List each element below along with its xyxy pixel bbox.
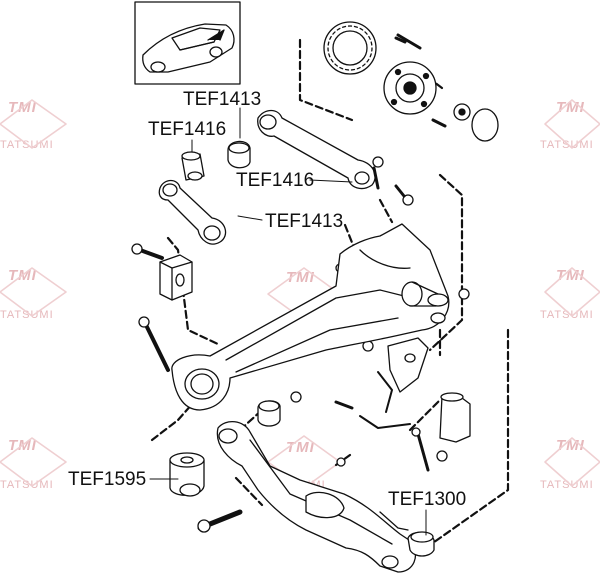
label-tef1413-mid: TEF1413	[265, 211, 344, 232]
watermark-tatsumi: TATSUMI	[0, 309, 54, 321]
lower-control-link	[158, 179, 227, 245]
bushing-tef1595	[169, 452, 205, 497]
bushing-tef1416	[181, 151, 384, 190]
car-inset	[134, 1, 241, 85]
wheel-hub	[323, 21, 499, 142]
label-leaders	[149, 107, 427, 536]
watermark-tatsumi: TATSUMI	[540, 479, 594, 491]
upper-control-arm	[227, 109, 376, 190]
level-sensor-bracket	[359, 337, 471, 472]
label-tef1300: TEF1300	[388, 489, 467, 510]
watermark-tatsumi: TATSUMI	[540, 139, 594, 151]
watermark-outlines	[0, 99, 600, 489]
watermark-tatsumi: TATSUMI	[0, 479, 54, 491]
label-tef1595: TEF1595	[68, 469, 147, 490]
label-tef1416-left: TEF1416	[148, 119, 227, 140]
label-tef1413-top: TEF1413	[183, 89, 262, 110]
mounting-plate	[159, 254, 193, 301]
watermark-tatsumi: TATSUMI	[0, 139, 54, 151]
trailing-arm	[171, 223, 450, 411]
watermark-tatsumi: TATSUMI	[540, 309, 594, 321]
watermark-tmi: TMI	[286, 269, 315, 286]
lower-trailing-arm	[216, 421, 435, 573]
bushing-front	[257, 400, 281, 427]
label-tef1416-right: TEF1416	[236, 170, 315, 191]
